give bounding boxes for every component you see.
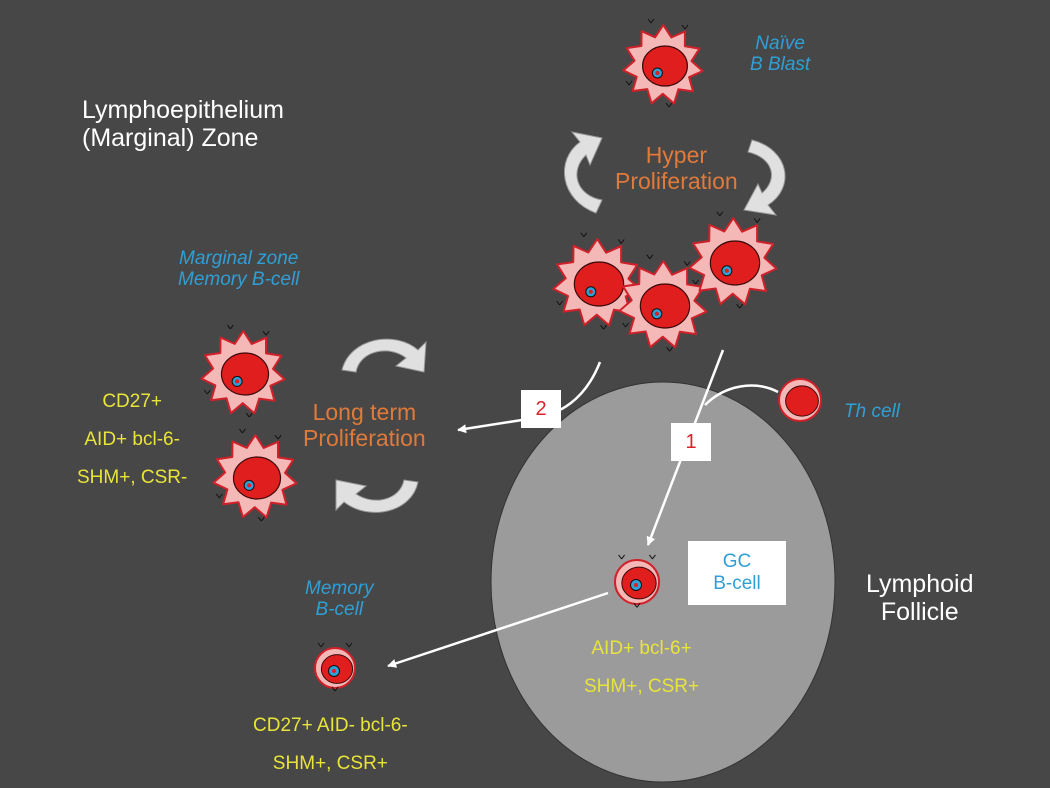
long-term-proliferation-label: Long term Proliferation: [303, 399, 426, 452]
long-term-proliferation-line2: Proliferation: [303, 424, 426, 451]
hyper-cycle-arrow-right: [743, 139, 786, 216]
gc-marker-aid: AID+ bcl-6+: [591, 638, 692, 659]
naive-b-blast-cell: [622, 18, 704, 108]
memory-b-cell-label: Memory B-cell: [305, 578, 374, 621]
gc-markers: AID+ bcl-6+ SHM+, CSR+: [584, 630, 699, 706]
gc-b-cell: [614, 554, 660, 608]
marginal-marker-aid: AID+ bcl-6-: [84, 429, 180, 450]
lymphoid-follicle-title: Lymphoid Follicle: [866, 570, 973, 626]
long-term-cycle-arrow-bottom: [335, 479, 419, 513]
hyper-proliferating-cell-2: [618, 254, 708, 352]
marginal-memory-cell-2: [212, 428, 298, 522]
hyper-proliferating-cell-3: [688, 211, 778, 309]
gc-b-cell-line2: B-cell: [713, 573, 761, 594]
marginal-zone-title-line2: (Marginal) Zone: [82, 124, 259, 152]
gc-marker-shm: SHM+, CSR+: [584, 676, 700, 697]
hyper-proliferation-line1: Hyper: [645, 142, 708, 168]
memory-differentiation-arrow: [387, 591, 609, 668]
memory-b-cell: [314, 642, 356, 692]
hyper-proliferation-label: Hyper Proliferation: [615, 142, 738, 195]
memory-b-cell-line1: Memory: [305, 578, 374, 599]
long-term-cycle-arrow-top: [341, 338, 427, 373]
lymphoid-follicle-title-line2: Follicle: [880, 598, 959, 626]
pathway-2-arrow: [457, 418, 523, 434]
th-cell: [778, 378, 822, 422]
naive-b-blast-line1: Naïve: [755, 33, 805, 54]
pathway-1-box: 1: [671, 423, 711, 461]
marginal-memory-cell-1: [200, 324, 286, 418]
memory-marker-cd27: CD27+ AID- bcl-6-: [253, 715, 408, 736]
marginal-markers: CD27+ AID+ bcl-6- SHM+, CSR-: [77, 383, 187, 497]
marginal-memory-line1: Marginal zone: [179, 248, 299, 269]
th-cell-label: Th cell: [844, 401, 900, 422]
marginal-zone-title-line1: Lymphoepithelium: [82, 96, 284, 124]
marginal-zone-title: Lymphoepithelium (Marginal) Zone: [82, 96, 284, 152]
gc-b-cell-box: GC B-cell: [688, 541, 786, 605]
lymphoid-follicle-title-line1: Lymphoid: [866, 570, 974, 598]
memory-markers: CD27+ AID- bcl-6- SHM+, CSR+: [253, 707, 408, 783]
marginal-memory-label: Marginal zone Memory B-cell: [178, 248, 299, 291]
pathway-1-number: 1: [685, 430, 697, 453]
long-term-proliferation-line1: Long term: [312, 399, 417, 425]
hyper-proliferating-cell-1: [552, 232, 642, 330]
hyper-proliferation-line2: Proliferation: [615, 167, 738, 194]
marginal-marker-shm: SHM+, CSR-: [77, 467, 188, 488]
naive-b-blast-label: Naïve B Blast: [750, 33, 810, 76]
memory-b-cell-line2: B-cell: [315, 599, 364, 621]
gc-b-cell-line1: GC: [722, 551, 752, 573]
th-cell-help-line: [704, 384, 779, 406]
naive-b-blast-line2: B Blast: [750, 54, 811, 76]
marginal-marker-cd27: CD27+: [102, 391, 162, 412]
lymphoid-follicle-shape: [490, 381, 836, 783]
pathway-2-box: 2: [521, 390, 561, 428]
hyper-cycle-arrow-left: [564, 131, 603, 214]
pathway-2-number: 2: [535, 397, 547, 420]
marginal-memory-line2: Memory B-cell: [178, 269, 300, 291]
memory-marker-shm: SHM+, CSR+: [272, 753, 388, 774]
